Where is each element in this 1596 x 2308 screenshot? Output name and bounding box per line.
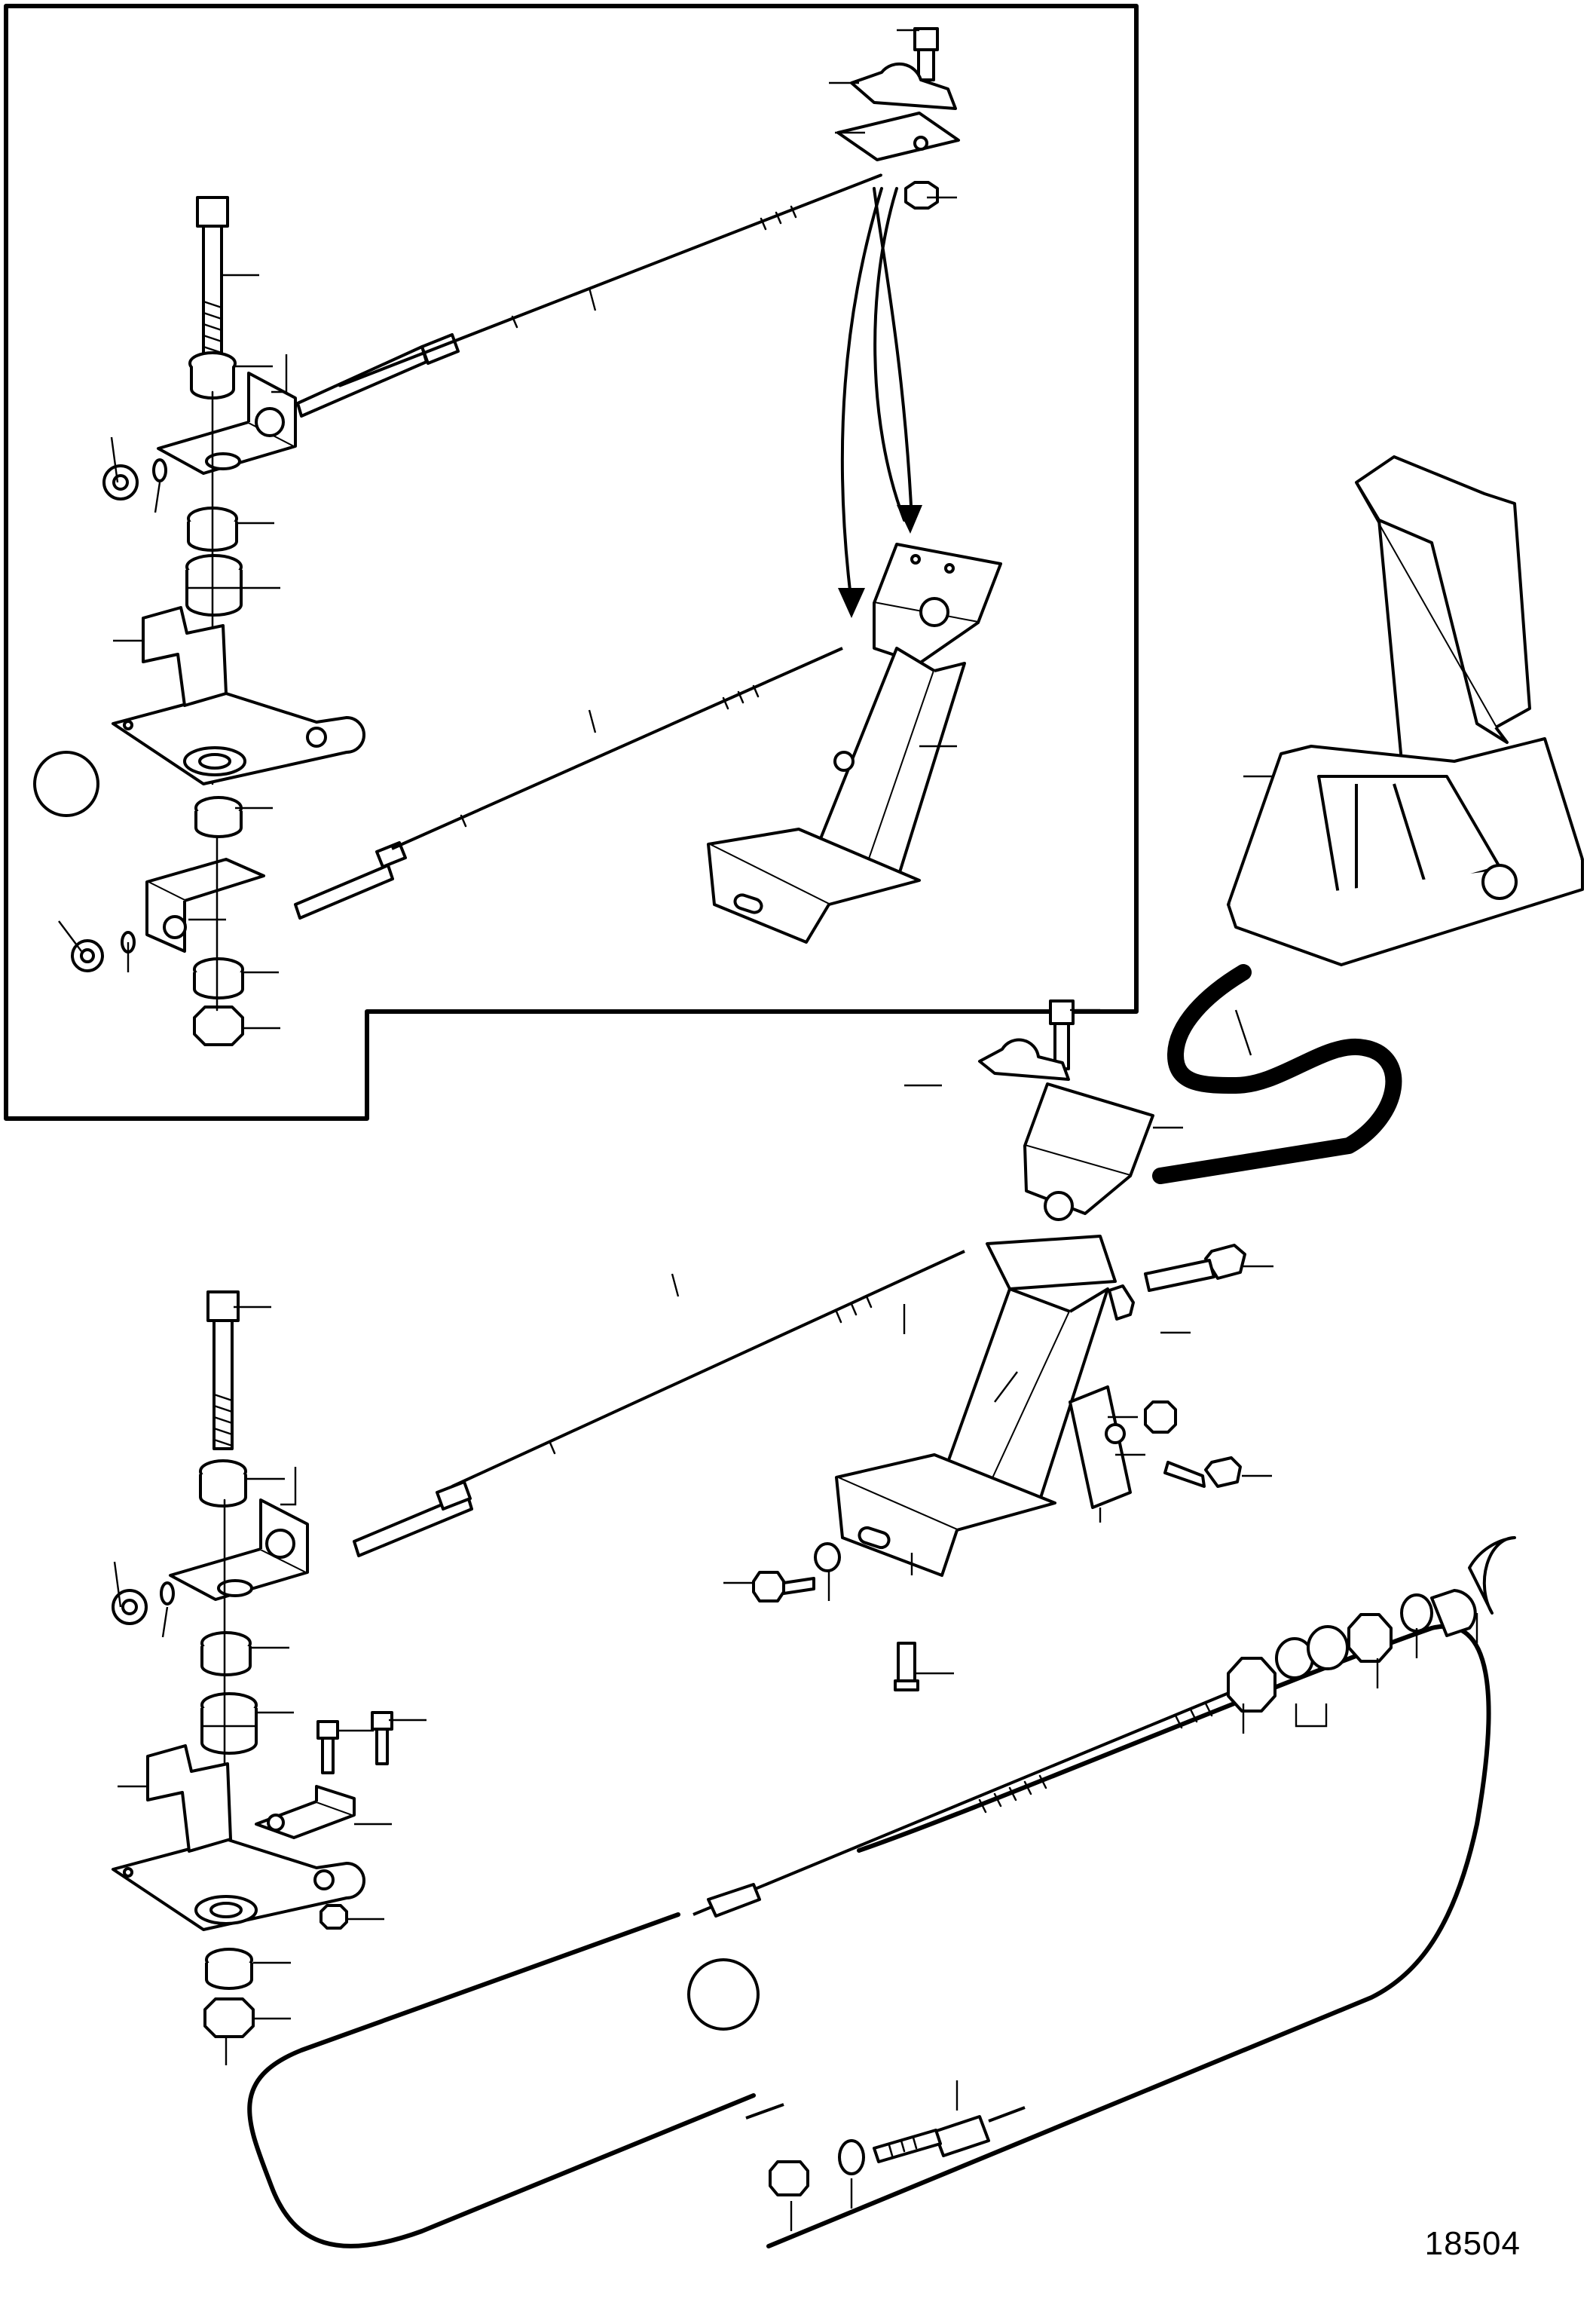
main-mounting-plate (112, 1711, 393, 2038)
main-pedestal-bracket (835, 999, 1154, 1577)
figure-reference-number: 18504 (1424, 2225, 1521, 2262)
inset-callout-circle (33, 751, 99, 817)
inset-frame (4, 4, 1139, 1121)
inset-cables (294, 173, 882, 920)
cable-loop (1152, 964, 1402, 1184)
inset-arrow-head-left (838, 588, 865, 618)
main-callout-circle (687, 1958, 760, 2031)
main-side-fasteners (752, 1244, 1246, 1691)
main-leaders (113, 775, 1478, 2231)
inset-top-clamp (836, 27, 960, 210)
control-lever-unit (1227, 455, 1584, 966)
inset-arrow-head-right (897, 505, 922, 534)
inset-pedestal-bracket (707, 543, 1002, 944)
inset-leaders (58, 29, 957, 1030)
main-cable (353, 1250, 965, 1557)
inset-mounting-plate (112, 606, 365, 838)
cable-end-fittings (1227, 1535, 1516, 1713)
push-pull-cable (247, 1624, 1491, 2248)
inset-arrows (838, 187, 922, 618)
inset-lower-bracket (71, 835, 265, 1046)
inset-upper-stack (102, 196, 297, 785)
